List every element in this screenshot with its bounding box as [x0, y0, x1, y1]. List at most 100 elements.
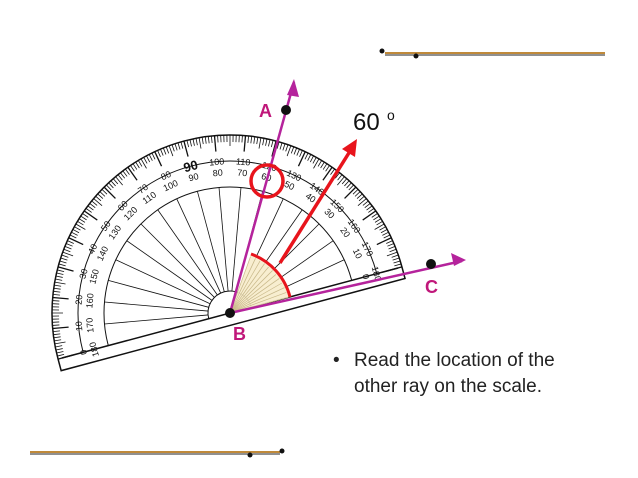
indicator-arrow [278, 147, 354, 264]
label-c: C [425, 277, 438, 297]
protractor-tick [54, 341, 66, 345]
protractor-tick [125, 168, 130, 175]
protractor-tick [52, 315, 60, 317]
protractor-tick [99, 191, 106, 197]
protractor-tick [78, 218, 86, 223]
protractor-tick [344, 186, 357, 199]
protractor-tick [55, 275, 63, 278]
protractor-tick [374, 223, 385, 230]
protractor-tick [192, 138, 195, 146]
protractor-tick [297, 151, 306, 167]
outer-scale-label: 110 [236, 156, 251, 167]
protractor-tick [52, 326, 69, 330]
protractor-tick [168, 145, 174, 157]
protractor-radial-line [157, 209, 218, 296]
protractor-tick [376, 220, 383, 226]
inner-scale-label: 20 [338, 225, 352, 239]
wedge-hatch-line [229, 292, 287, 314]
protractor-tick [53, 333, 61, 336]
protractor-tick [148, 154, 153, 161]
protractor-tick [387, 243, 395, 247]
protractor-tick [55, 348, 63, 351]
protractor-tick [55, 278, 63, 281]
outer-scale-label: 30 [77, 268, 89, 280]
protractor-tick [160, 148, 164, 156]
inner-scale-label: 90 [187, 171, 199, 183]
label-a: A [259, 101, 272, 121]
protractor-tick [229, 134, 231, 146]
angle-value: 60 [353, 109, 380, 136]
top-decorative-rule [379, 48, 605, 59]
protractor-tick [174, 143, 178, 151]
protractor-tick [64, 245, 72, 250]
protractor-tick [57, 354, 74, 360]
protractor-tick [195, 138, 198, 146]
protractor-tick [61, 254, 69, 258]
protractor-tick [223, 135, 225, 143]
ray-ba-arrowhead [287, 79, 299, 97]
protractor-radial-line [176, 198, 222, 294]
protractor-tick [103, 186, 116, 199]
protractor-tick [299, 150, 303, 157]
bullet-marker: • [333, 350, 340, 371]
protractor-tick [312, 157, 317, 164]
protractor-tick [293, 147, 298, 155]
protractor-tick [115, 176, 123, 186]
protractor-tick [198, 137, 202, 149]
protractor-tick [270, 140, 274, 148]
protractor-tick [95, 195, 102, 202]
protractor-tick [112, 178, 119, 185]
reading-highlight-circle [249, 163, 285, 199]
wedge-hatch-line [229, 270, 273, 314]
wedge-hatch-line [229, 287, 285, 314]
inner-scale-label: 50 [283, 179, 296, 192]
protractor-tick [313, 158, 320, 169]
outer-scale-label: 80 [159, 169, 172, 182]
protractor-tick [69, 234, 77, 239]
protractor-tick [57, 353, 65, 357]
ray-bc-arrowhead [451, 253, 466, 266]
protractor-tick [346, 182, 352, 189]
protractor-tick [108, 182, 114, 189]
protractor-tick [368, 208, 375, 213]
protractor-tick [171, 144, 175, 152]
protractor-tick [358, 195, 365, 202]
protractor-tick [130, 165, 135, 172]
protractor-tick [75, 223, 86, 230]
wedge-hatch-line [229, 260, 261, 314]
protractor-tick [271, 140, 277, 157]
protractor-tick [210, 135, 213, 143]
angle-arc [250, 252, 292, 298]
point-b [225, 308, 235, 318]
protractor-tick [183, 140, 189, 157]
protractor-tick [250, 136, 253, 144]
inner-scale-label: 10 [351, 247, 364, 260]
protractor-tick [379, 226, 386, 231]
outer-scale-label: 50 [99, 219, 113, 233]
protractor-tick [177, 142, 181, 150]
protractor-tick [207, 136, 210, 144]
protractor-tick [374, 218, 382, 223]
protractor-tick [320, 161, 325, 169]
protractor-tick [80, 215, 87, 221]
protractor-tick [74, 226, 81, 231]
protractor-radial-line [140, 223, 215, 298]
protractor-tick [285, 144, 289, 152]
wedge-hatch-line [229, 258, 256, 314]
protractor-tick [322, 163, 328, 170]
protractor-tick [253, 136, 256, 144]
inner-scale-label: 180 [87, 341, 101, 358]
protractor-tick [268, 139, 271, 147]
bottom-decorative-rule [30, 448, 285, 458]
protractor-tick [325, 165, 330, 172]
label-b: B [233, 324, 246, 344]
protractor-tick [309, 155, 314, 163]
wedge-hatch-line [229, 278, 280, 314]
protractor-tick [243, 135, 247, 152]
protractor-tick [322, 166, 333, 181]
protractor-tick [87, 205, 94, 211]
protractor-tick [380, 229, 388, 234]
protractor-tick [238, 135, 240, 143]
